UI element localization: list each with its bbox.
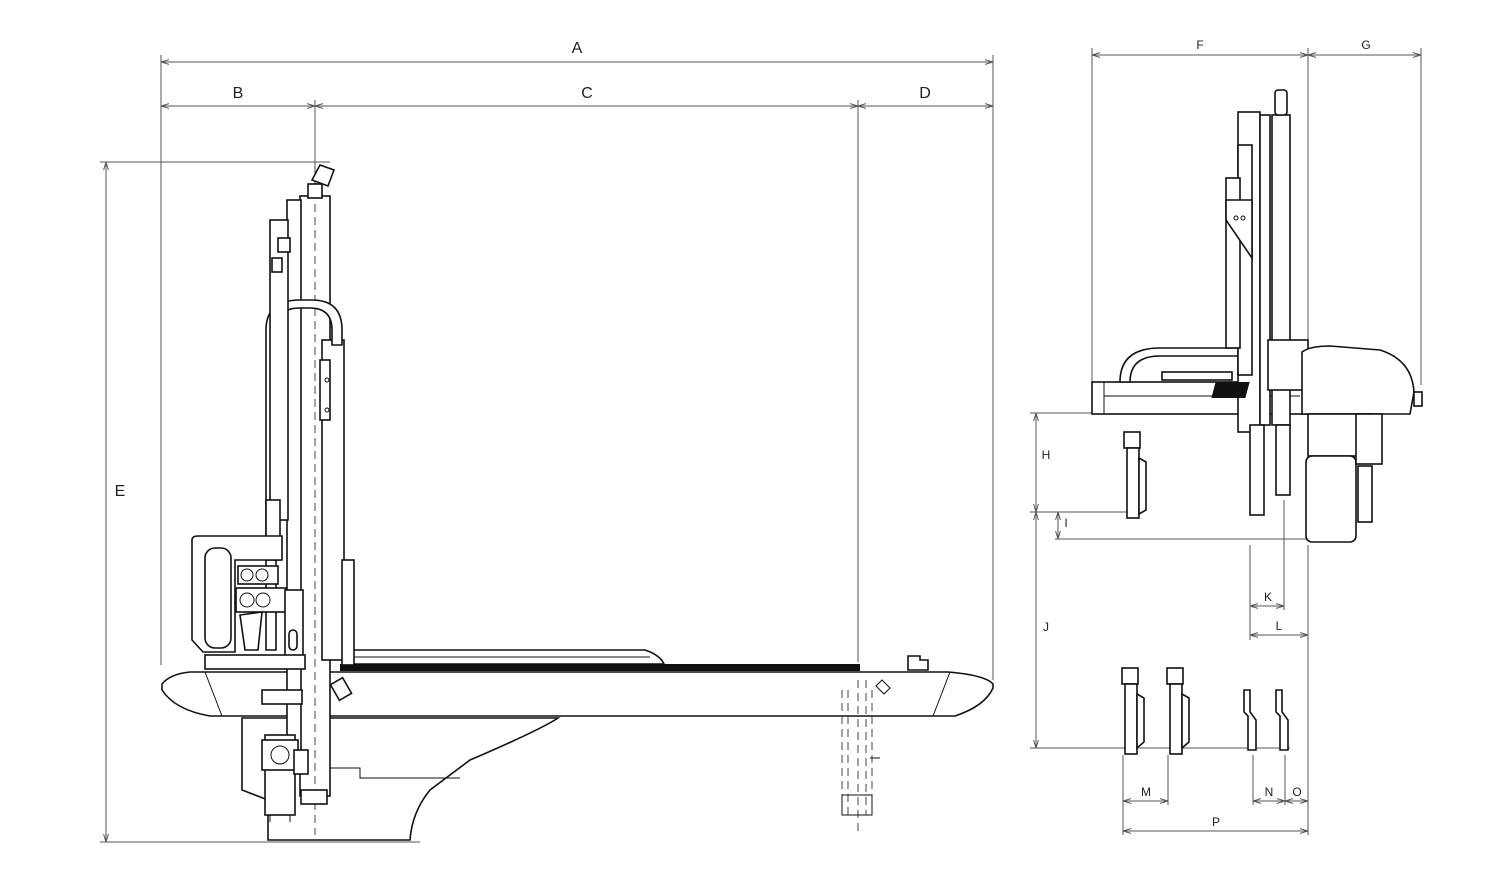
front-view: A B C D E (100, 40, 994, 843)
dim-l-label: L (1276, 619, 1283, 633)
main-beam (161, 671, 994, 717)
dim-h-label: H (1042, 448, 1051, 462)
side-gripper-upper (1123, 424, 1291, 519)
side-top-fitting (1274, 89, 1288, 116)
dim-f-label: F (1196, 38, 1203, 52)
dim-e-label: E (115, 483, 126, 500)
dim-j-label: J (1043, 620, 1049, 634)
side-view: F G H I J K L M N O P (1030, 38, 1423, 835)
dim-d-label: D (919, 85, 931, 102)
dim-i-label: I (1064, 516, 1067, 530)
dim-g-label: G (1361, 38, 1370, 52)
dim-a-label: A (572, 40, 583, 57)
dim-k-label: K (1264, 590, 1272, 604)
side-gripper-lower (1121, 667, 1289, 755)
motor-box (1301, 345, 1415, 415)
dim-o-label: O (1292, 785, 1301, 799)
dim-c-label: C (581, 85, 593, 102)
dim-b-label: B (233, 85, 244, 102)
dim-n-label: N (1265, 785, 1274, 799)
dim-p-label: P (1212, 815, 1220, 829)
dim-m-label: M (1141, 785, 1151, 799)
ghost-gripper (841, 679, 891, 832)
top-fitting (310, 164, 336, 188)
